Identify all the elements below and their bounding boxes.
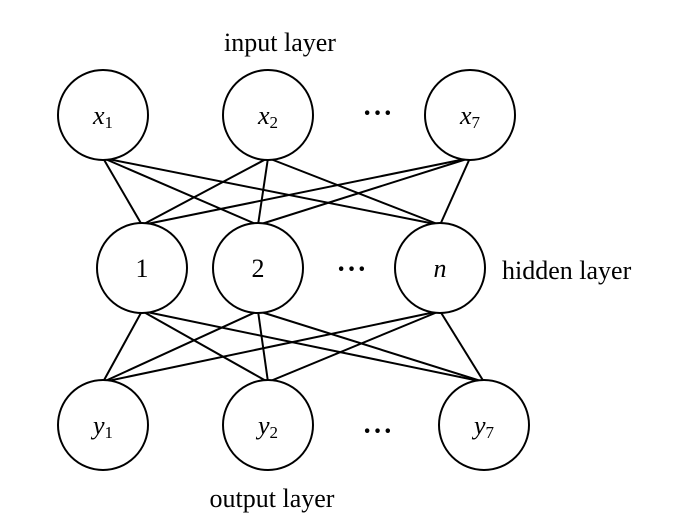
svg-text:y2: y2 (255, 411, 278, 442)
svg-text:y7: y7 (471, 411, 495, 442)
svg-text:2: 2 (252, 254, 265, 283)
input-layer-label: input layer (224, 28, 336, 57)
output-ellipsis: ··· (362, 416, 393, 447)
hidden-node-n: n (394, 222, 486, 314)
input-hidden-edge-3-1 (141, 157, 471, 226)
hidden-output-edge-1-2 (141, 310, 269, 383)
hidden-output-edge-2-3 (257, 310, 485, 383)
hidden-node-1: 1 (96, 222, 188, 314)
output-node-2: y2 (222, 379, 314, 471)
output-layer-label: output layer (210, 484, 335, 513)
connections (102, 157, 485, 383)
input-hidden-edge-3-3 (439, 157, 471, 226)
svg-text:x7: x7 (459, 101, 481, 132)
input-node-2: x2 (222, 69, 314, 161)
svg-text:x1: x1 (92, 101, 113, 132)
input-hidden-edge-1-2 (102, 157, 259, 226)
svg-text:x2: x2 (257, 101, 278, 132)
input-hidden-edge-2-2 (257, 157, 269, 226)
hidden-ellipsis: ··· (336, 254, 367, 285)
input-hidden-edge-1-1 (102, 157, 143, 226)
hidden-output-edge-2-2 (257, 310, 269, 383)
hidden-layer-label: hidden layer (502, 256, 632, 285)
svg-text:y1: y1 (90, 411, 113, 442)
hidden-output-edge-3-1 (102, 310, 441, 383)
input-hidden-edge-2-1 (141, 157, 269, 226)
svg-text:1: 1 (136, 254, 149, 283)
hidden-output-edge-3-3 (439, 310, 485, 383)
input-node-1: x1 (57, 69, 149, 161)
input-hidden-edge-1-3 (102, 157, 441, 226)
svg-text:n: n (434, 254, 447, 283)
input-ellipsis: ··· (362, 98, 393, 129)
hidden-output-edge-1-3 (141, 310, 485, 383)
hidden-output-edge-2-1 (102, 310, 259, 383)
output-node-7: y7 (438, 379, 530, 471)
input-hidden-edge-3-2 (257, 157, 471, 226)
input-node-7: x7 (424, 69, 516, 161)
output-node-1: y1 (57, 379, 149, 471)
hidden-output-edge-3-2 (267, 310, 441, 383)
hidden-node-2: 2 (212, 222, 304, 314)
hidden-output-edge-1-1 (102, 310, 143, 383)
input-hidden-edge-2-3 (267, 157, 441, 226)
